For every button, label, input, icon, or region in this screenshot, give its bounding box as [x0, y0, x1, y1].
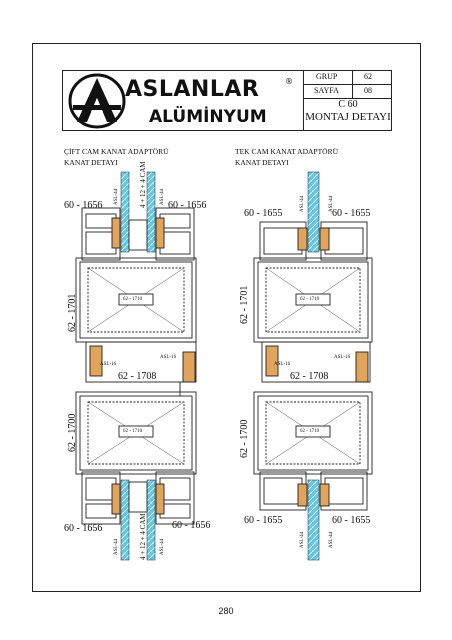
sayfa-row: SAYFA 08: [304, 85, 392, 99]
left-glass-bottom-label: 4 + 12 + 4 CAM: [139, 513, 147, 560]
left-seal-tr: ASL-44: [160, 188, 165, 205]
right-label-top-right: 60 - 1655: [332, 208, 371, 219]
right-label-v-upper: 62 - 1701: [239, 285, 250, 324]
seal-top-right: [155, 217, 165, 249]
left-gasket-right-label: ASL-16: [160, 355, 177, 360]
page-frame: [32, 43, 421, 592]
drawing-title: MONTAJ DETAYI: [305, 111, 391, 123]
glass-top-right: [146, 171, 156, 253]
registered-mark: ®: [285, 77, 293, 86]
gasket-left: [89, 345, 103, 377]
right-label-bottom-left: 60 - 1655: [244, 515, 283, 526]
grup-row: GRUP 62: [304, 71, 392, 98]
sayfa-label: SAYFA: [314, 86, 339, 95]
seal-bottom-left: [297, 483, 308, 507]
brand-subtitle: ALÜMİNYUM: [149, 107, 267, 127]
right-seal-br: ASL-44: [329, 531, 334, 548]
right-section-heading: TEK CAM KANAT ADAPTÖRÜ KANAT DETAYI: [235, 147, 338, 167]
left-insert-upper: 62 - 1710: [123, 297, 143, 302]
gasket-right: [182, 351, 196, 383]
left-insert-lower: 62 - 1710: [123, 429, 143, 434]
right-label-mullion: 62 - 1708: [290, 371, 329, 382]
gasket-right: [355, 351, 369, 383]
seal-top-left: [111, 217, 121, 249]
glass-bottom: [307, 479, 320, 561]
right-seal-bl: ASL-44: [300, 531, 305, 548]
glass-bottom-right: [146, 479, 156, 561]
title-block: ASLANLAR ® ALÜMİNYUM GRUP 62 SAYFA 08 C …: [62, 70, 392, 131]
seal-bottom-right: [319, 483, 330, 507]
brand-name: ASLANLAR: [125, 77, 260, 102]
left-label-bottom-right: 60 - 1656: [172, 520, 211, 531]
seal-bottom-left: [111, 483, 121, 515]
seal-top-left: [297, 227, 308, 251]
left-label-v-lower: 62 - 1700: [67, 413, 78, 452]
right-seal-tr: ASL-44: [329, 195, 334, 212]
seal-top-right: [319, 227, 330, 251]
right-gasket-left-label: ASL-16: [274, 362, 291, 367]
left-seal-bl: ASL-44: [114, 538, 119, 555]
left-seal-tl: ASL-44: [114, 188, 119, 205]
grup-value: 62: [364, 72, 372, 81]
left-section: [75, 171, 197, 561]
left-label-mullion: 62 - 1708: [118, 371, 157, 382]
right-gasket-right-label: ASL-16: [334, 355, 351, 360]
grup-label: GRUP: [316, 72, 338, 81]
right-seal-tl: ASL-44: [300, 195, 305, 212]
right-label-top-left: 60 - 1655: [244, 208, 283, 219]
left-label-bottom-left: 60 - 1656: [64, 523, 103, 534]
logo-a-icon: [68, 73, 126, 129]
right-insert-lower: 62 - 1710: [300, 429, 320, 434]
glass-bottom-left: [120, 479, 130, 561]
right-label-bottom-right: 60 - 1655: [332, 515, 371, 526]
info-table: GRUP 62 SAYFA 08 C 60 MONTAJ DETAYI: [303, 71, 392, 130]
left-label-top-right: 60 - 1656: [168, 200, 207, 211]
company-logo: ASLANLAR ® ALÜMİNYUM: [63, 71, 303, 130]
left-seal-br: ASL-44: [160, 538, 165, 555]
right-section: [253, 171, 373, 561]
left-label-v-upper: 62 - 1701: [67, 293, 78, 332]
drawing-code: C 60: [338, 99, 358, 110]
glass-top: [307, 171, 320, 253]
left-glass-top-label: 4 + 12 + 4 CAM: [139, 161, 147, 208]
right-label-v-lower: 62 - 1700: [239, 419, 250, 458]
sayfa-value: 08: [364, 86, 372, 95]
page-number: 280: [218, 606, 234, 616]
seal-bottom-right: [155, 483, 165, 515]
left-section-heading: ÇİFT CAM KANAT ADAPTÖRÜ KANAT DETAYI: [64, 147, 169, 167]
gasket-left: [265, 345, 279, 377]
right-insert-upper: 62 - 1710: [300, 297, 320, 302]
left-gasket-left-label: ASL-16: [100, 362, 117, 367]
left-label-top-left: 60 - 1656: [64, 200, 103, 211]
glass-top-left: [120, 171, 130, 253]
